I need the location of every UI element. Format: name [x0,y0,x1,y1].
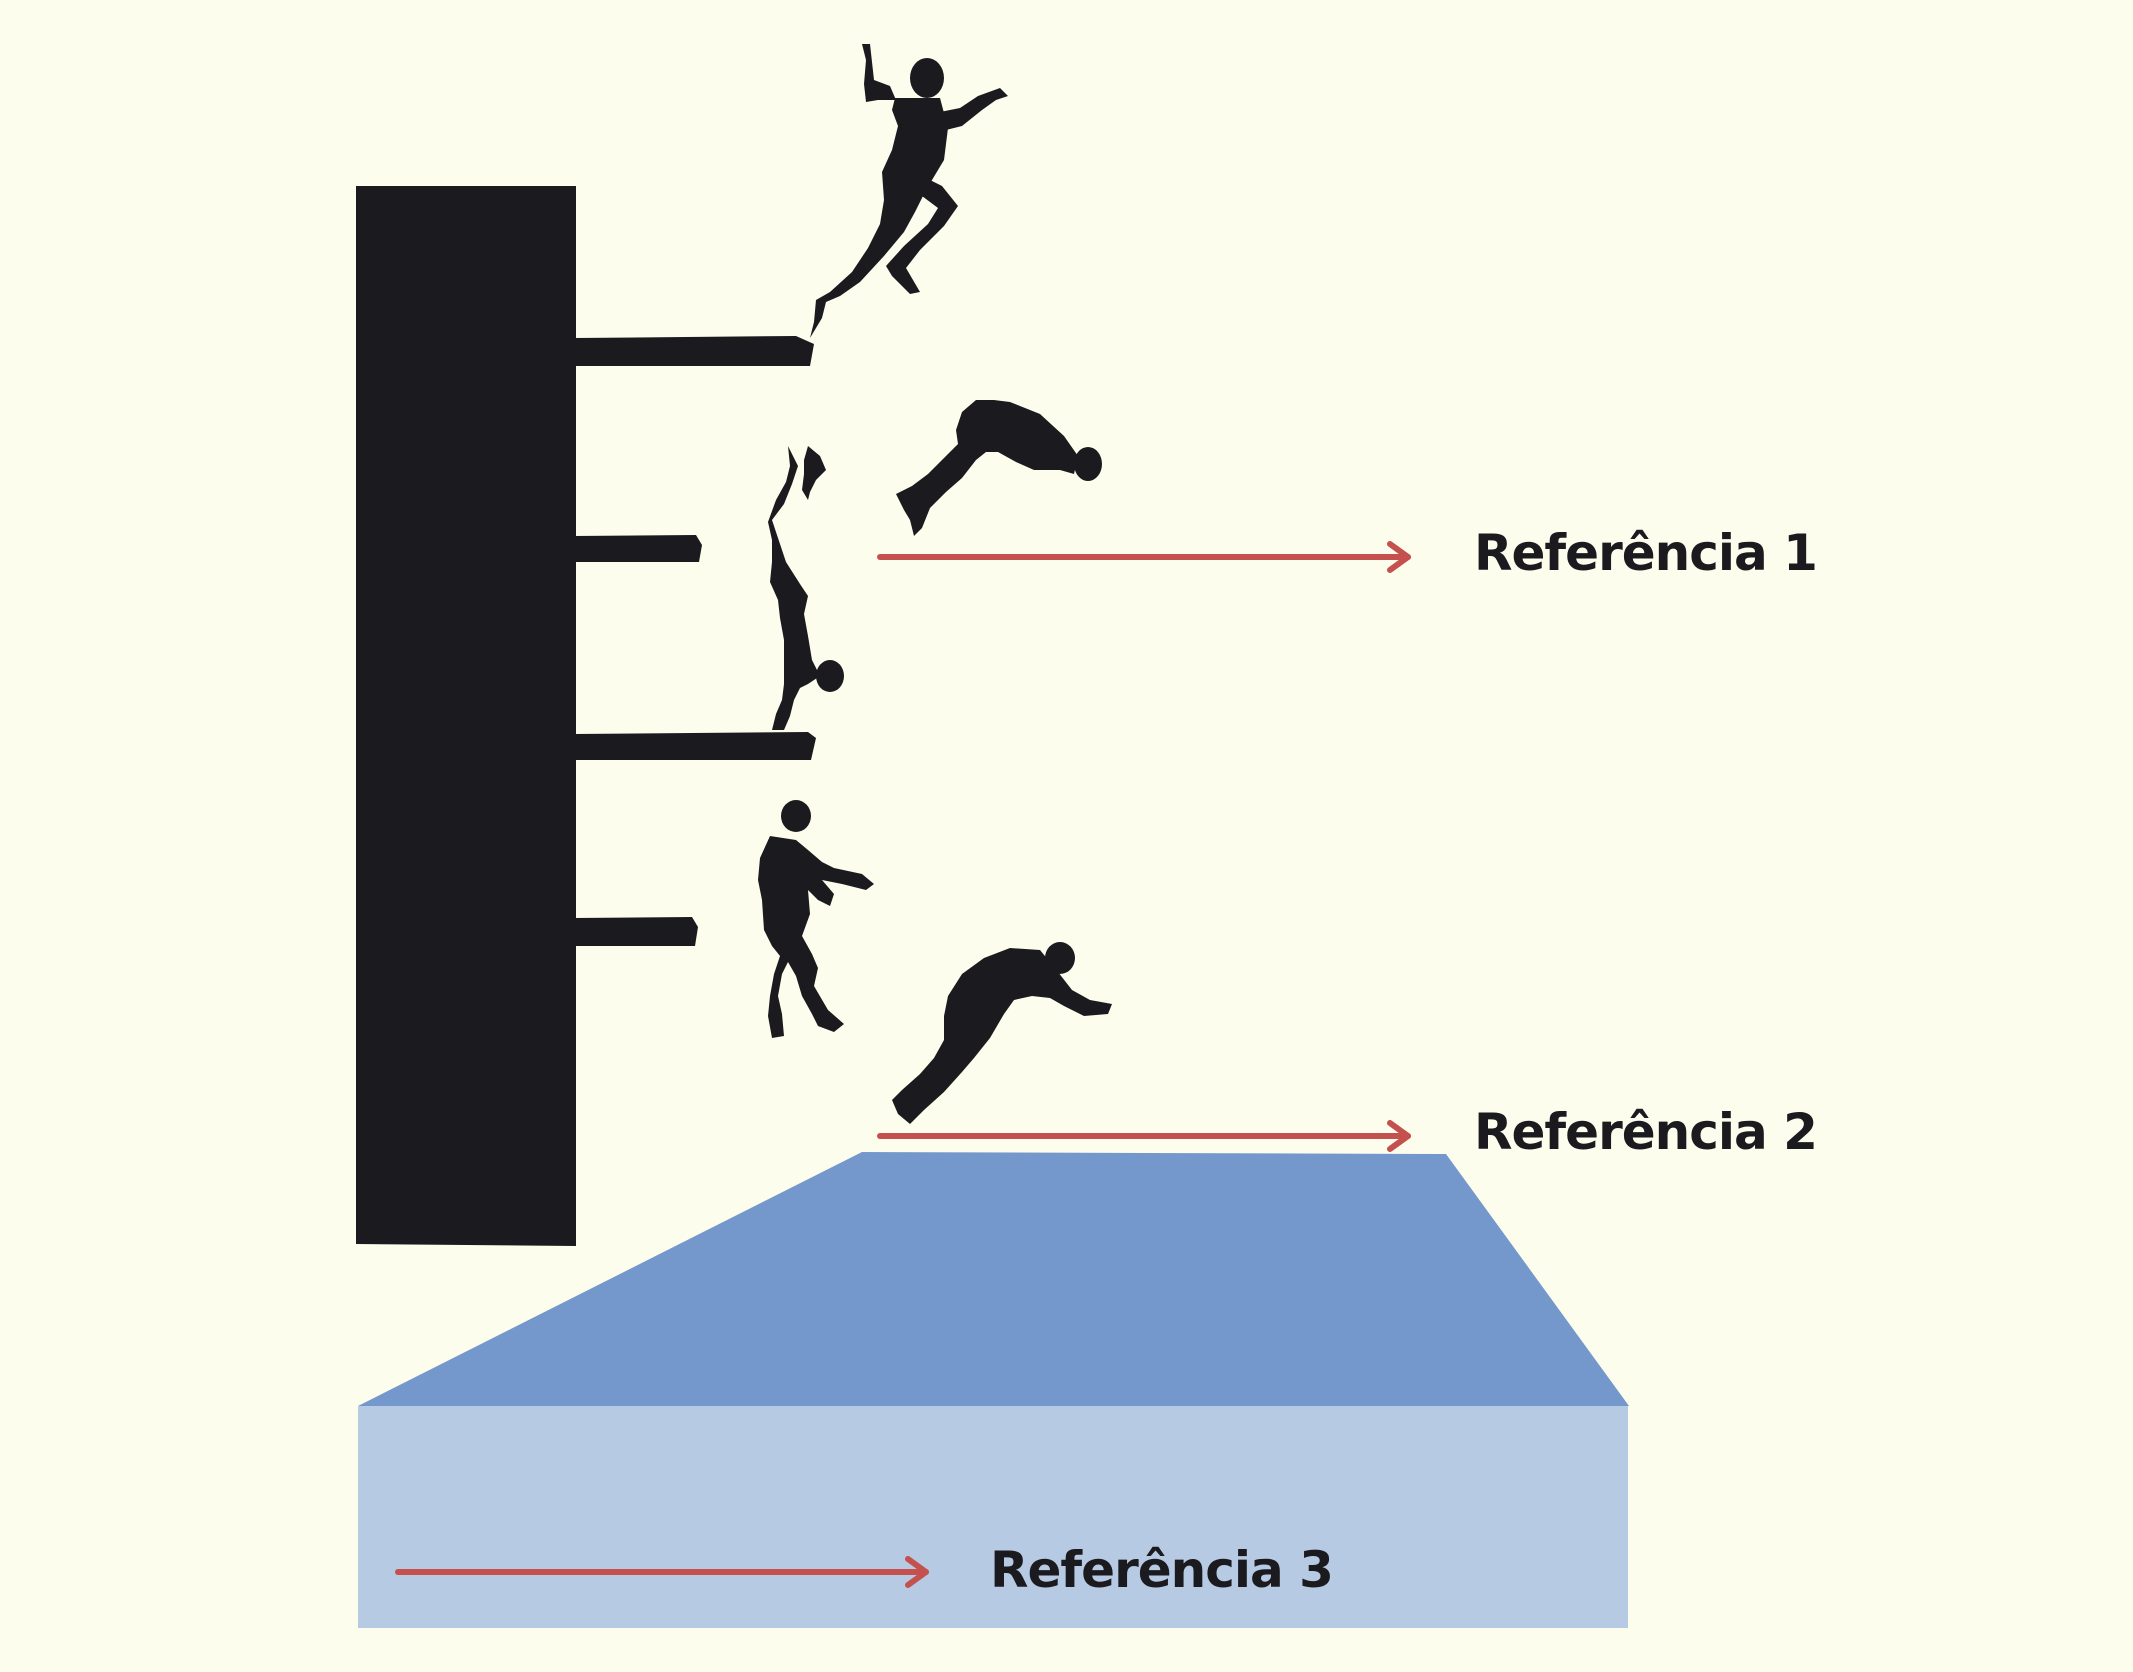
tower-column [356,186,576,1246]
diving-tower [356,186,816,1246]
handstand-diver-icon [768,446,844,730]
pool-front-face [358,1406,1628,1628]
standing-diver-icon [758,800,874,1038]
platform-bottom [574,917,698,946]
platform-top [574,336,814,366]
reference-1-label: Referência 1 [1474,524,1818,582]
pool-water-surface [358,1152,1629,1406]
reference-arrows [395,541,1411,1588]
reference-3-label: Referência 3 [990,1541,1334,1599]
platform-third [574,732,816,760]
divers [758,44,1112,1124]
reference-1-arrow [877,541,1411,573]
arching-diver-icon [896,400,1102,536]
reference-2-label: Referência 2 [1474,1103,1818,1161]
platform-second [574,535,702,562]
piked-diver-icon [892,942,1112,1124]
reference-3-arrow [395,1556,929,1588]
running-jump-diver-icon [810,44,1008,338]
pool [358,1152,1629,1628]
reference-2-arrow [877,1120,1411,1152]
